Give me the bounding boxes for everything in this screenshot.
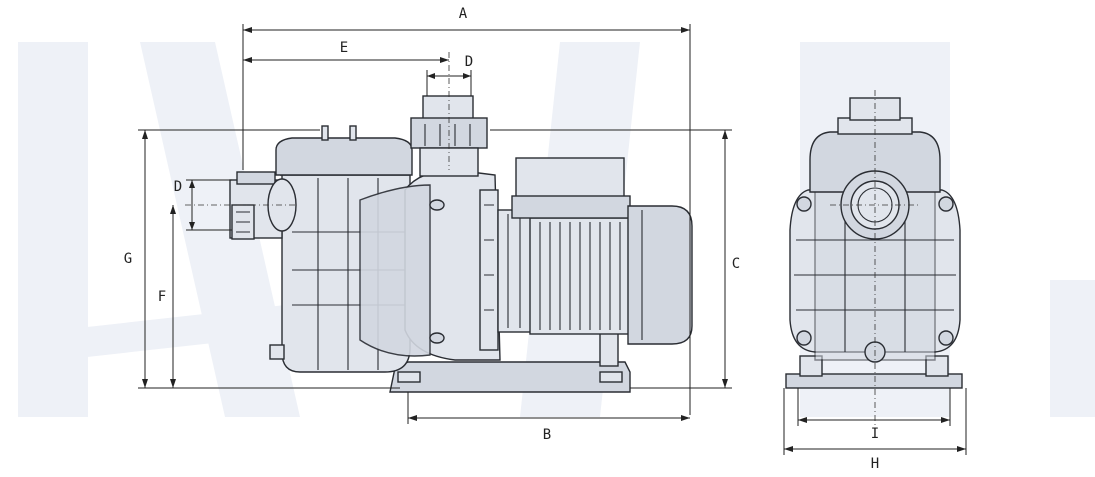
dimension-label-e: E bbox=[340, 40, 348, 56]
dimension-label-a: A bbox=[459, 6, 468, 22]
dimension-label-d-side: D bbox=[174, 179, 182, 195]
dimension-label-f: F bbox=[158, 289, 166, 305]
dimension-lines-front bbox=[783, 388, 967, 455]
dimension-lines bbox=[138, 24, 732, 424]
dimension-label-i: I bbox=[871, 426, 879, 442]
dimension-label-g: G bbox=[124, 251, 132, 267]
dimension-label-h: H bbox=[871, 456, 879, 472]
pump-side-view bbox=[229, 95, 693, 393]
dimension-label-c: C bbox=[732, 256, 740, 272]
dimension-label-d-top: D bbox=[465, 54, 473, 70]
dimension-label-b: B bbox=[543, 427, 551, 443]
